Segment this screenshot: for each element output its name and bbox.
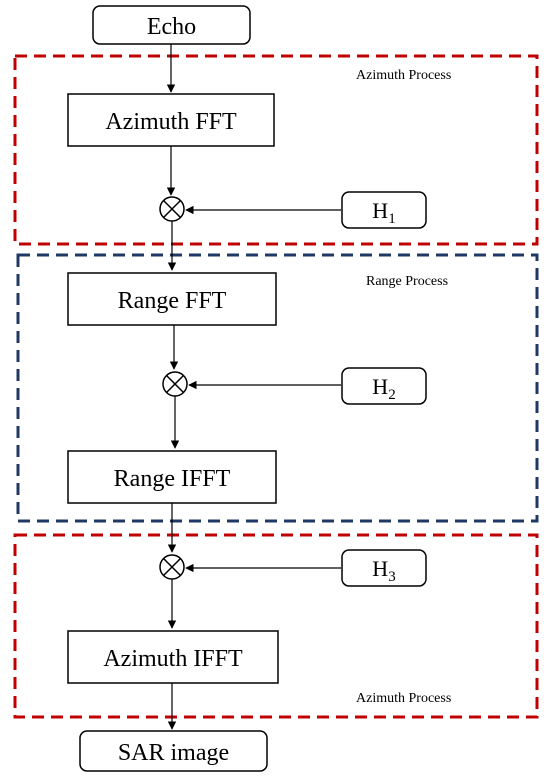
range-ifft-node [67,450,277,504]
range-ifft-label: Range IFFT [114,466,231,492]
azimuth-fft-node [67,93,275,147]
multiplier-1 [159,196,185,222]
h1-label: H1 [372,198,395,227]
multiplier-3 [159,554,185,580]
range-fft-label: Range FFT [118,288,227,314]
azimuth-ifft-node [67,630,279,684]
h2-node [341,367,427,405]
azimuth-process-region-bottom [13,533,539,719]
range-fft-node [67,272,277,326]
h3-node [341,549,427,587]
h3-label: H3 [372,556,395,585]
range-process-label: Range Process [366,274,448,289]
echo-label: Echo [147,14,196,40]
azimuth-ifft-label: Azimuth IFFT [103,646,243,672]
h1-node [341,191,427,229]
sar-image-label: SAR image [118,740,229,766]
sar-image-node [79,730,268,772]
azimuth-process-label-bottom: Azimuth Process [356,691,451,706]
azimuth-fft-label: Azimuth FFT [105,109,237,135]
multiplier-2 [162,371,188,397]
range-process-region [16,253,539,523]
h2-label: H2 [372,374,395,403]
azimuth-process-region-top [13,54,539,246]
azimuth-process-label-top: Azimuth Process [356,68,451,83]
